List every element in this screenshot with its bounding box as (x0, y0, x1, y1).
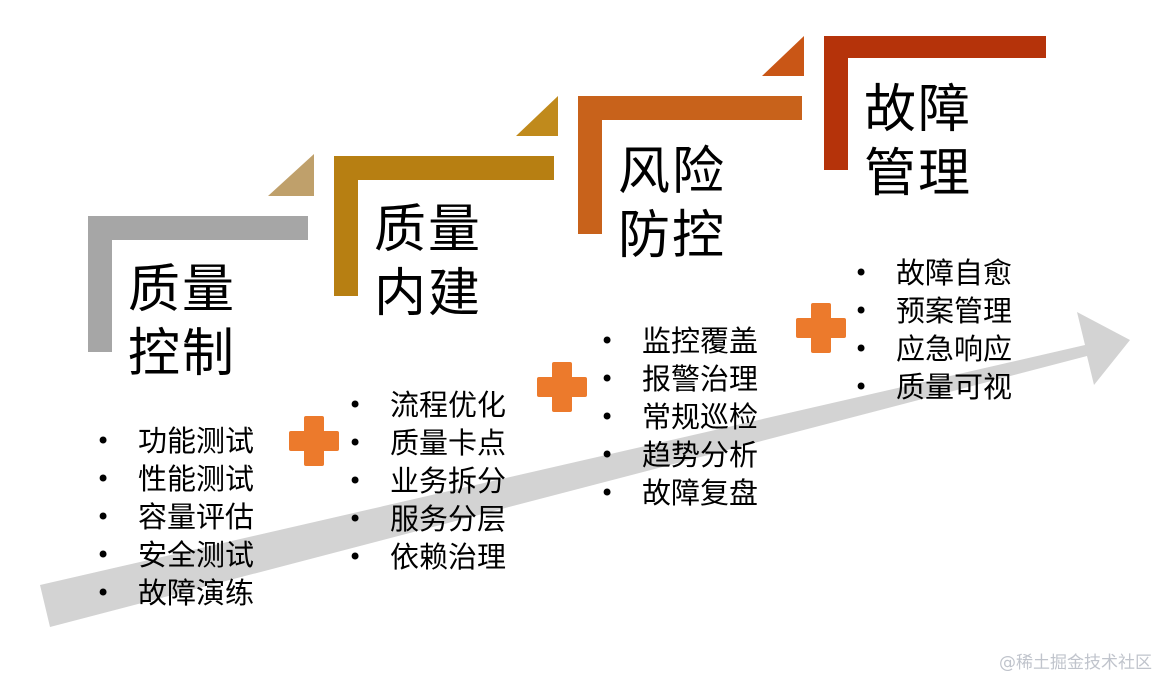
list-item: 性能测试 (96, 460, 254, 498)
list-item: 业务拆分 (348, 462, 506, 500)
list-item: 质量可视 (854, 368, 1012, 406)
stage-4-title: 故障 管理 (864, 78, 972, 206)
stage-1-title-line2: 控制 (128, 324, 237, 384)
stage-4-title-line2: 管理 (864, 144, 973, 204)
stage-2-title-line2: 内建 (374, 264, 483, 324)
list-item: 流程优化 (348, 386, 506, 424)
stage-1-item-list: 功能测试 性能测试 容量评估 安全测试 故障演练 (96, 422, 254, 612)
list-item: 故障自愈 (854, 254, 1012, 292)
stage-3-title: 风险 防控 (618, 140, 726, 268)
stage-1-title: 质量 控制 (128, 258, 236, 386)
stage-2-title-line1: 质量 (374, 200, 483, 260)
plus-icon-1 (289, 416, 339, 466)
watermark: @稀土掘金技术社区 (999, 653, 1152, 673)
stage-4-bracket (824, 36, 1046, 170)
growth-arrow (40, 312, 1130, 627)
plus-icon-3 (796, 303, 846, 353)
stage-4-title-line1: 故障 (864, 80, 973, 140)
list-item: 监控覆盖 (600, 322, 758, 360)
list-item: 预案管理 (854, 292, 1012, 330)
list-item: 质量卡点 (348, 424, 506, 462)
stage-3-item-list: 监控覆盖 报警治理 常规巡检 趋势分析 故障复盘 (600, 322, 758, 512)
stage-2-bracket (334, 96, 558, 296)
stage-4-item-list: 故障自愈 预案管理 应急响应 质量可视 (854, 254, 1012, 406)
list-item: 依赖治理 (348, 538, 506, 576)
stage-3-title-line1: 风险 (618, 142, 727, 202)
stage-1-bracket (88, 154, 314, 352)
list-item: 容量评估 (96, 498, 254, 536)
list-item: 服务分层 (348, 500, 506, 538)
list-item: 故障演练 (96, 574, 254, 612)
list-item: 常规巡检 (600, 398, 758, 436)
list-item: 趋势分析 (600, 436, 758, 474)
stage-1-title-line1: 质量 (128, 260, 237, 320)
list-item: 应急响应 (854, 330, 1012, 368)
stage-2-item-list: 流程优化 质量卡点 业务拆分 服务分层 依赖治理 (348, 386, 506, 576)
list-item: 故障复盘 (600, 474, 758, 512)
list-item: 安全测试 (96, 536, 254, 574)
plus-icon-2 (537, 362, 587, 412)
list-item: 功能测试 (96, 422, 254, 460)
list-item: 报警治理 (600, 360, 758, 398)
stage-3-title-line2: 防控 (618, 206, 727, 266)
stage-2-title: 质量 内建 (374, 198, 482, 326)
stage-3-bracket (578, 36, 804, 234)
